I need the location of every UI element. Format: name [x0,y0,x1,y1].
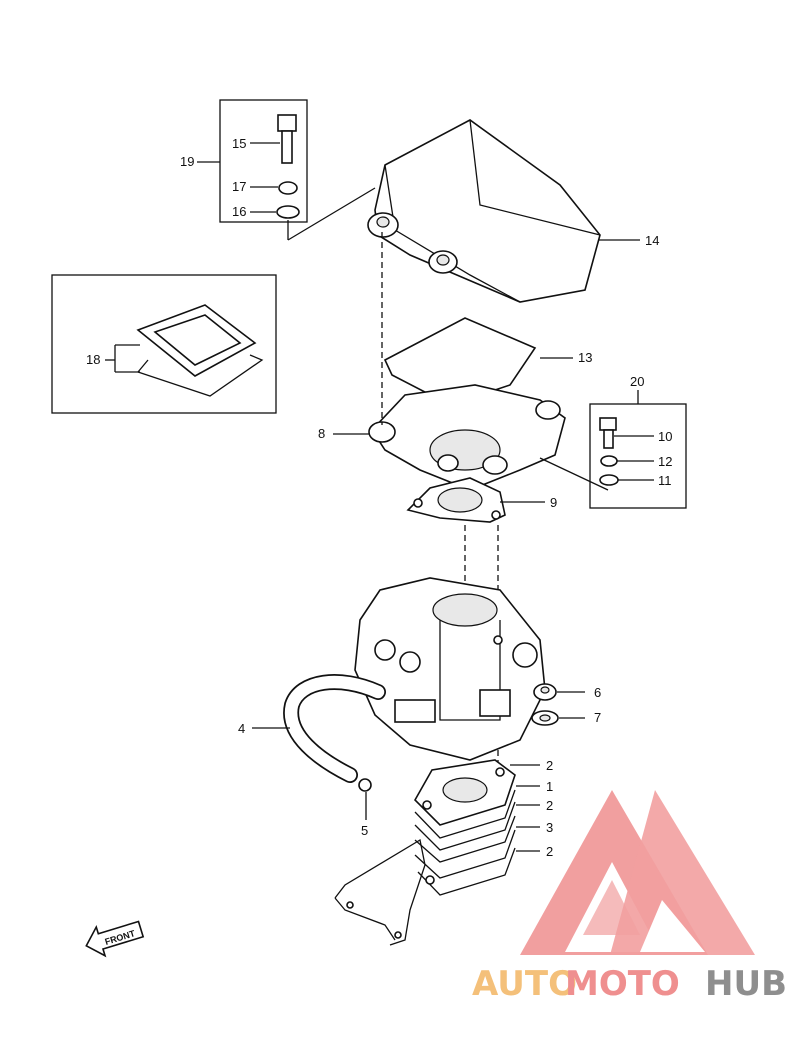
group-box-20 [589,390,687,509]
callout-labels: 15 19 17 16 14 18 13 20 8 10 12 11 9 6 7… [86,136,672,859]
hose-clamp-5 [358,778,372,820]
fuel-hose-4 [252,674,386,783]
callout-12: 12 [658,454,672,469]
callout-14: 14 [645,233,659,248]
callout-7: 7 [594,710,601,725]
callout-16: 16 [232,204,246,219]
callout-10: 10 [658,429,672,444]
air-filter-element-13 [383,317,573,406]
callout-1: 1 [546,779,553,794]
callout-2a: 2 [546,758,553,773]
callout-2b: 2 [546,798,553,813]
watermark-moto: MOTO [565,964,680,1004]
bolt-15-shank [281,130,293,164]
air-cover-14 [367,119,640,303]
callout-4: 4 [238,721,245,736]
callout-15: 15 [232,136,246,151]
callout-20: 20 [630,374,644,389]
callout-18: 18 [86,352,100,367]
callout-2c: 2 [546,844,553,859]
insulator-stack [414,759,540,896]
callout-8: 8 [318,426,325,441]
watermark-hub: HUB [705,964,787,1004]
washer-16 [276,205,300,219]
cleaner-base-8 [333,384,609,491]
callout-5: 5 [361,823,368,838]
gasket-9 [406,477,545,523]
callout-11: 11 [658,473,672,488]
front-direction-arrow: FRONT [85,920,145,958]
callout-13: 13 [578,350,592,365]
washer-7 [531,710,585,726]
callout-19: 19 [180,154,194,169]
group-box-18 [51,274,277,414]
lock-washer-17 [278,181,298,195]
callout-3: 3 [546,820,553,835]
bolt-15-head [277,114,297,132]
mounting-bracket [334,838,426,946]
carburetor-body [354,577,546,761]
watermark-text: AUTO MOTO HUB [472,964,787,1004]
watermark-logo [520,790,755,955]
watermark-auto: AUTO [472,964,577,1004]
group-box-19 [197,99,376,241]
callout-9: 9 [550,495,557,510]
callout-6: 6 [594,685,601,700]
nut-6 [533,683,585,701]
callout-17: 17 [232,179,246,194]
